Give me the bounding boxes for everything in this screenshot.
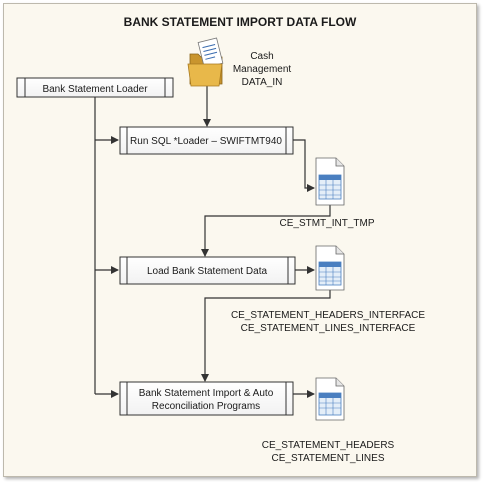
data-in-label-line1: Cash: [250, 51, 273, 62]
final-tables-label: CE_STATEMENT_HEADERS CE_STATEMENT_LINES: [262, 440, 395, 464]
data-in-label-line2: Management: [233, 64, 292, 75]
data-in-label: Cash Management DATA_IN: [233, 51, 292, 88]
interface-label-line2: CE_STATEMENT_LINES_INTERFACE: [241, 323, 416, 334]
interface-label-line1: CE_STATEMENT_HEADERS_INTERFACE: [231, 310, 425, 321]
process-load-bank-statement-data: Load Bank Statement Data: [119, 256, 296, 285]
process-run-sqlloader: Run SQL *Loader – SWIFTMT940: [119, 126, 294, 155]
diagram-title: BANK STATEMENT IMPORT DATA FLOW: [124, 15, 357, 29]
sqlloader-label: Run SQL *Loader – SWIFTMT940: [130, 136, 282, 147]
tmp-table-file-icon: [315, 157, 345, 206]
final-table-file-icon: [315, 377, 345, 421]
import-label-line2: Reconciliation Programs: [152, 401, 260, 412]
import-label-line1: Bank Statement Import & Auto: [139, 388, 274, 399]
tmp-to-load-data-arrow: [201, 205, 331, 257]
load-data-label: Load Bank Statement Data: [147, 266, 268, 277]
process-bank-statement-loader: Bank Statement Loader: [16, 77, 174, 98]
final-label-line1: CE_STATEMENT_HEADERS: [262, 440, 395, 451]
interface-table-file-icon: [315, 245, 345, 291]
interface-tables-label: CE_STATEMENT_HEADERS_INTERFACE CE_STATEM…: [231, 310, 425, 334]
sqlloader-to-tmp-arrow: [293, 139, 315, 192]
connector-lines: [94, 86, 331, 398]
folder-document-icon: [187, 37, 224, 87]
final-label-line2: CE_STATEMENT_LINES: [272, 453, 385, 464]
data-in-label-line3: DATA_IN: [242, 77, 283, 88]
loader-label: Bank Statement Loader: [42, 84, 148, 95]
interface-to-import-arrow: [201, 290, 331, 382]
process-import-and-reconciliation: Bank Statement Import & Auto Reconciliat…: [119, 381, 294, 416]
tmp-table-label: CE_STMT_INT_TMP: [279, 218, 374, 229]
